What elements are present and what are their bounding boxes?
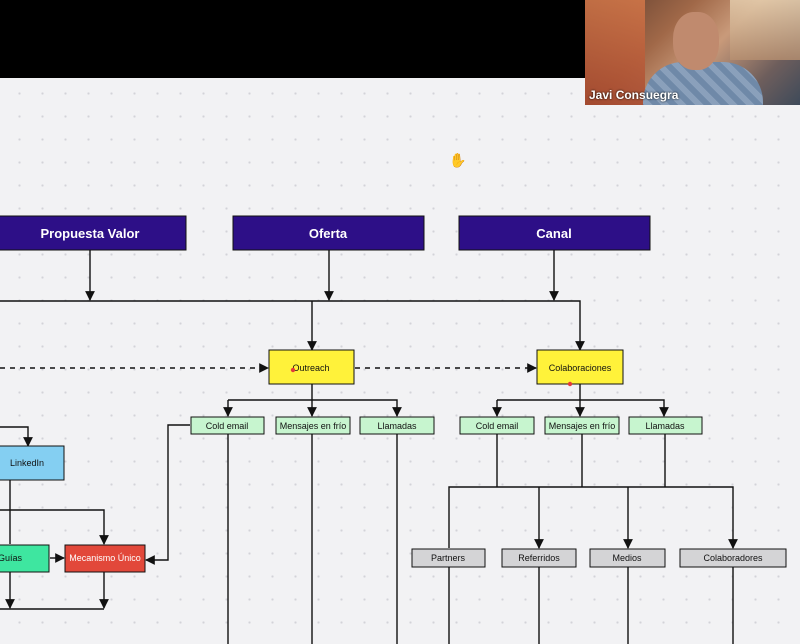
video-background-shelf: [585, 0, 645, 105]
participant-video-tile[interactable]: Javi Consuegra: [585, 0, 800, 105]
node-outreach-llamadas[interactable]: Llamadas: [359, 416, 435, 435]
node-outreach[interactable]: Outreach: [268, 349, 355, 385]
node-referridos[interactable]: Referridos: [501, 548, 577, 568]
node-label: Medios: [612, 553, 642, 563]
node-label: Partners: [431, 553, 466, 563]
node-colab-llamadas[interactable]: Llamadas: [628, 416, 703, 435]
hand-cursor-icon: ✋: [449, 152, 467, 168]
node-label: Llamadas: [645, 421, 685, 431]
node-label: Colaboraciones: [549, 363, 612, 373]
node-colab-cold-email[interactable]: Cold email: [459, 416, 535, 435]
header-box-canal[interactable]: Canal: [458, 215, 651, 251]
participant-head: [673, 12, 719, 70]
node-label: LinkedIn: [10, 458, 44, 468]
node-label: Outreach: [292, 363, 329, 373]
node-label: Mensajes en frío: [549, 421, 616, 431]
node-colab-mensajes[interactable]: Mensajes en frío: [544, 416, 620, 435]
header-label: Canal: [536, 226, 571, 241]
node-label: Llamadas: [377, 421, 417, 431]
connector-lines: [0, 250, 738, 644]
node-outreach-cold-email[interactable]: Cold email: [190, 416, 265, 435]
node-partners[interactable]: Partners: [411, 548, 486, 568]
node-label: Mensajes en frío: [280, 421, 347, 431]
whiteboard-canvas[interactable]: [0, 78, 800, 644]
node-linkedin[interactable]: LinkedIn: [0, 445, 65, 481]
header-label: Oferta: [309, 226, 348, 241]
red-dot-marker: [290, 367, 296, 373]
header-label: Propuesta Valor: [41, 226, 140, 241]
node-outreach-mensajes[interactable]: Mensajes en frío: [275, 416, 351, 435]
node-mecanismo-unico[interactable]: Mecanismo Único: [64, 544, 146, 573]
node-guias[interactable]: Guías: [0, 544, 50, 573]
red-dot-marker: [567, 381, 573, 387]
video-background-window: [730, 0, 800, 60]
node-label: Cold email: [206, 421, 249, 431]
header-box-oferta[interactable]: Oferta: [232, 215, 425, 251]
node-label: Mecanismo Único: [69, 553, 141, 563]
node-label: Referridos: [518, 553, 560, 563]
node-colaboradores[interactable]: Colaboradores: [679, 548, 787, 568]
node-label: Guías: [0, 553, 23, 563]
header-box-propuesta[interactable]: Propuesta Valor: [0, 215, 187, 251]
participant-name-label: Javi Consuegra: [589, 88, 679, 102]
node-label: Cold email: [476, 421, 519, 431]
node-medios[interactable]: Medios: [589, 548, 666, 568]
node-label: Colaboradores: [703, 553, 763, 563]
node-colaboraciones[interactable]: Colaboraciones: [536, 349, 624, 385]
